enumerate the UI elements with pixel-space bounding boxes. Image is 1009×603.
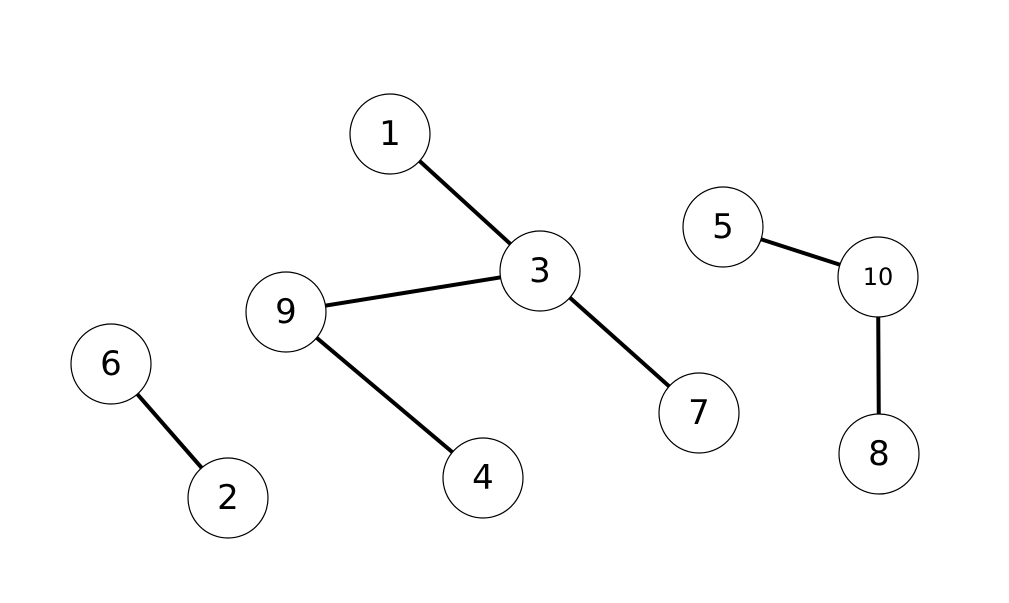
node-label: 7 [688,393,710,433]
node-3: 3 [499,230,581,312]
node-circle [658,372,740,454]
node-1: 1 [349,93,431,175]
node-circle [442,437,524,519]
node-2: 2 [187,457,269,539]
node-label: 8 [868,434,890,474]
node-circle [838,413,920,495]
node-9: 9 [245,271,327,353]
node-circle [349,93,431,175]
node-label: 3 [529,251,551,291]
node-circle [682,186,764,268]
node-7: 7 [658,372,740,454]
node-circle [187,457,269,539]
node-circle [245,271,327,353]
node-circle [837,236,919,318]
node-label: 1 [379,114,401,154]
node-label: 9 [275,292,297,332]
node-label: 5 [712,207,734,247]
node-circle [70,323,152,405]
node-4: 4 [442,437,524,519]
node-circle [499,230,581,312]
node-label: 6 [100,344,122,384]
node-8: 8 [838,413,920,495]
node-label: 4 [472,458,494,498]
node-5: 5 [682,186,764,268]
nodes-layer: 1 2 3 4 5 6 7 8 9 10 [70,93,920,539]
edge-3-9 [285,269,541,314]
node-10: 10 [837,236,919,318]
node-6: 6 [70,323,152,405]
edge-9-4 [284,310,485,480]
node-label: 2 [217,478,239,518]
node-label: 10 [863,263,894,291]
